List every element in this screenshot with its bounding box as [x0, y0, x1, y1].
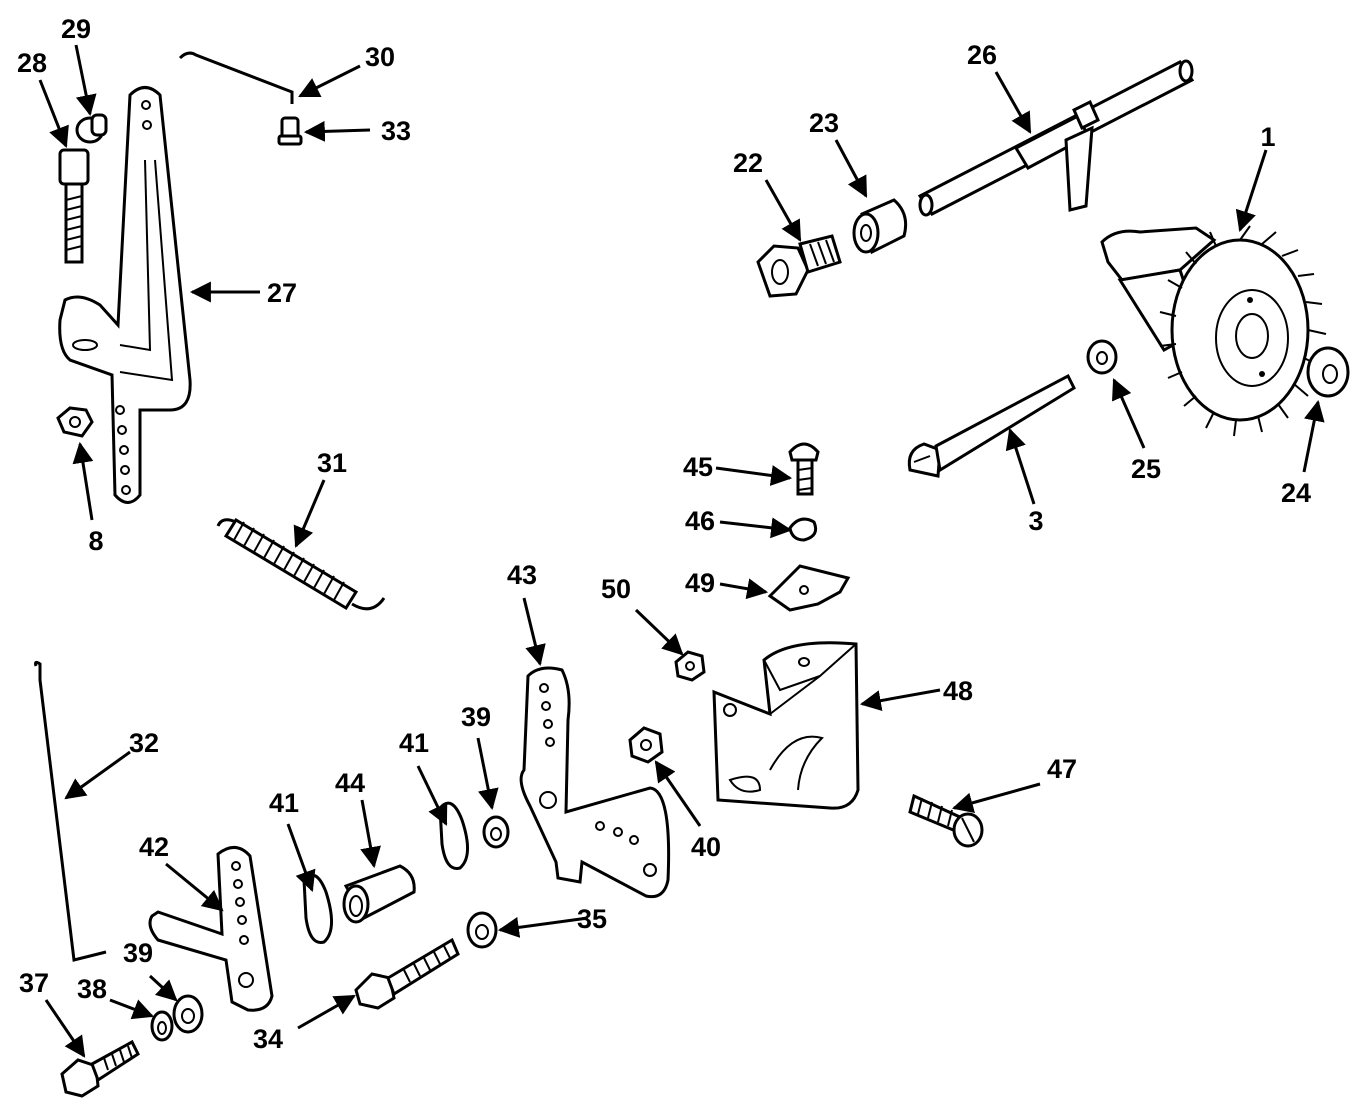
- callout-41-left: 41: [269, 788, 299, 818]
- part-25-washer: [1086, 339, 1118, 375]
- callout-8: 8: [88, 526, 103, 556]
- callout-26: 26: [967, 40, 997, 70]
- callout-31: 31: [317, 448, 347, 478]
- callout-labels: 1 3 8 22 23 24 25 26 27 28 29 30 31 32 3…: [17, 14, 1311, 1054]
- part-50-nut: [674, 650, 706, 682]
- callout-50: 50: [601, 574, 631, 604]
- part-39-washer-b: [172, 994, 204, 1034]
- part-3-pin: [907, 373, 1076, 478]
- callout-30: 30: [365, 42, 395, 72]
- part-40-nut: [628, 726, 664, 764]
- part-37-bolt: [60, 1039, 140, 1098]
- callout-29: 29: [61, 14, 91, 44]
- part-1-governor-gear: [1100, 225, 1327, 437]
- part-35-washer: [466, 911, 498, 949]
- part-8-nut: [56, 406, 94, 438]
- callout-42: 42: [139, 832, 169, 862]
- callout-1: 1: [1260, 122, 1275, 152]
- part-31-spring: [216, 517, 386, 611]
- callout-24: 24: [1281, 478, 1311, 508]
- callout-44: 44: [335, 768, 365, 798]
- part-39-washer-a: [482, 815, 510, 849]
- part-47-screw: [908, 793, 984, 848]
- callout-45: 45: [683, 452, 713, 482]
- part-23-bushing: [852, 198, 908, 255]
- part-41-clip-b: [438, 801, 469, 870]
- part-45-screw: [788, 442, 820, 496]
- callout-33: 33: [381, 116, 411, 146]
- part-24-washer: [1306, 346, 1350, 398]
- callout-46: 46: [685, 506, 715, 536]
- callout-39-upper: 39: [461, 702, 491, 732]
- callout-25: 25: [1131, 454, 1161, 484]
- callout-27: 27: [267, 278, 297, 308]
- part-30-rod: [178, 51, 294, 104]
- callout-37: 37: [19, 968, 49, 998]
- callout-40: 40: [691, 832, 721, 862]
- part-38-lockwasher: [150, 1010, 174, 1042]
- part-49-clip: [767, 564, 851, 612]
- callout-49: 49: [685, 568, 715, 598]
- part-44-bushing: [342, 864, 416, 924]
- part-26-shaft: [917, 59, 1195, 217]
- part-42-lever: [148, 846, 274, 1012]
- part-32-rod: [34, 660, 107, 962]
- callout-34: 34: [253, 1024, 283, 1054]
- part-22-plug: [756, 234, 842, 298]
- callout-28: 28: [17, 48, 47, 78]
- callout-39-lower: 39: [123, 938, 153, 968]
- callout-arrows: [38, 44, 1325, 1058]
- part-33-ferrule: [277, 116, 303, 146]
- callout-41-right: 41: [399, 728, 429, 758]
- part-28-bolt: [58, 148, 90, 264]
- part-46-lockwasher: [788, 517, 818, 542]
- callout-23: 23: [809, 108, 839, 138]
- callout-38: 38: [77, 974, 107, 1004]
- part-41-clip-a: [302, 873, 333, 944]
- part-27-bracket: [58, 86, 192, 504]
- callout-22: 22: [733, 148, 763, 178]
- callout-43: 43: [507, 560, 537, 590]
- callout-47: 47: [1047, 754, 1077, 784]
- callout-35: 35: [577, 904, 607, 934]
- part-34-bolt: [354, 937, 460, 1010]
- part-29-nut: [75, 113, 108, 144]
- part-43-lever-plate: [519, 666, 671, 899]
- callout-48: 48: [943, 676, 973, 706]
- callout-32: 32: [129, 728, 159, 758]
- callout-3: 3: [1028, 506, 1043, 536]
- part-48-bracket: [712, 641, 860, 810]
